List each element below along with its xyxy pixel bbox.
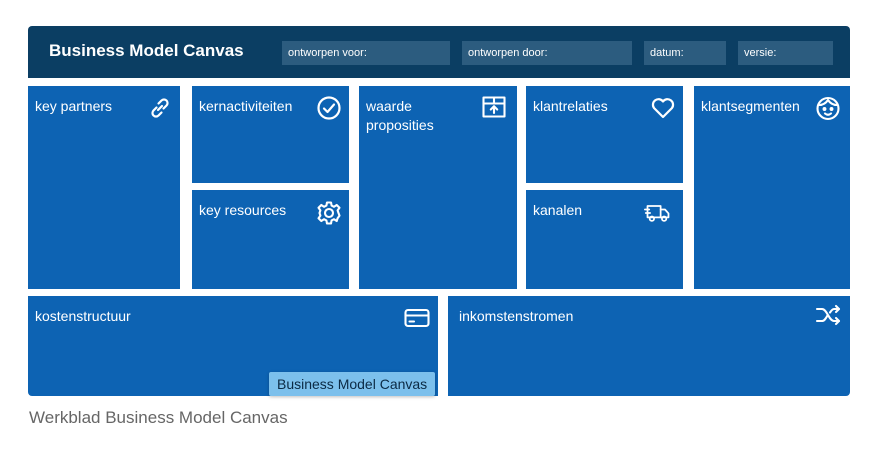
designed-by-field: ontworpen door: bbox=[462, 41, 632, 65]
block-inkomstenstromen: inkomstenstromen bbox=[448, 296, 850, 396]
block-label: kostenstructuur bbox=[35, 308, 131, 324]
heart-icon bbox=[649, 94, 677, 122]
delivery-truck-icon bbox=[644, 199, 672, 227]
designed-for-field: ontworpen voor: bbox=[282, 41, 450, 65]
link-icon bbox=[146, 94, 174, 122]
block-klantrelaties: klantrelaties bbox=[526, 86, 683, 183]
block-label: klantrelaties bbox=[533, 98, 608, 114]
person-face-icon bbox=[814, 94, 842, 122]
block-key-resources: key resources bbox=[192, 190, 349, 289]
block-label: kernactiviteiten bbox=[199, 98, 293, 114]
block-label: inkomstenstromen bbox=[459, 308, 574, 324]
tooltip: Business Model Canvas bbox=[269, 372, 436, 396]
block-label: kanalen bbox=[533, 202, 583, 218]
gear-icon bbox=[315, 199, 343, 227]
version-field: versie: bbox=[738, 41, 833, 65]
credit-card-icon bbox=[403, 304, 431, 332]
block-label: key partners bbox=[35, 98, 113, 114]
box-upload-icon bbox=[480, 93, 508, 121]
image-caption: Werkblad Business Model Canvas bbox=[29, 408, 288, 427]
block-label: klantsegmenten bbox=[701, 98, 800, 114]
block-waardeproposities: waarde proposities bbox=[359, 86, 517, 289]
check-circle-icon bbox=[315, 94, 343, 122]
block-label: waarde proposities bbox=[366, 98, 434, 133]
block-kernactiviteiten: kernactiviteiten bbox=[192, 86, 349, 183]
block-label: key resources bbox=[199, 202, 287, 218]
block-key-partners: key partners bbox=[28, 86, 180, 289]
canvas-title: Business Model Canvas bbox=[49, 41, 244, 60]
date-field: datum: bbox=[644, 41, 726, 65]
block-klantsegmenten: klantsegmenten bbox=[694, 86, 850, 289]
canvas-header: Business Model Canvas ontworpen voor: on… bbox=[28, 26, 850, 78]
block-kanalen: kanalen bbox=[526, 190, 683, 289]
shuffle-icon bbox=[814, 301, 842, 329]
business-model-canvas: Business Model Canvas ontworpen voor: on… bbox=[28, 26, 850, 396]
